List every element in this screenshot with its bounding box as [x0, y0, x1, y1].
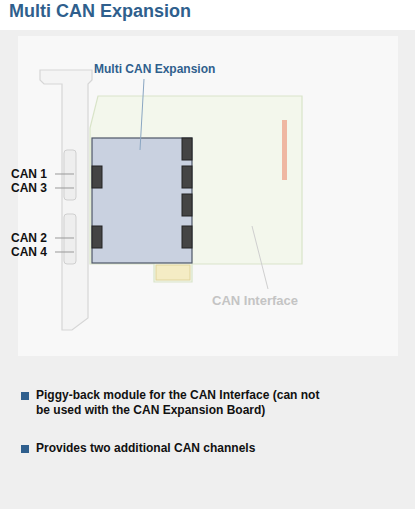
channel-label: CAN 4 [11, 245, 47, 260]
module-connector [182, 226, 192, 248]
bullet-square [21, 392, 29, 400]
part-label: CAN Interface [212, 293, 298, 309]
module-connector [182, 166, 192, 188]
module-connector [182, 138, 192, 160]
leader-line [140, 79, 144, 150]
multi-can-module [92, 138, 192, 263]
channel-label: CAN 1 [11, 167, 47, 182]
module-connector [92, 226, 102, 248]
leader-line [55, 238, 74, 239]
channel-label: CAN 3 [11, 181, 47, 196]
leader-line [252, 226, 268, 289]
panel [0, 30, 415, 509]
part-label: Multi CAN Expansion [94, 62, 215, 77]
module-connector [92, 166, 102, 188]
edge-connector [156, 265, 190, 280]
leader-line [55, 252, 74, 253]
leader-line [55, 174, 74, 175]
page-title: Multi CAN Expansion [9, 0, 191, 23]
channel-label: CAN 2 [11, 231, 47, 246]
pci-bracket [40, 70, 92, 330]
board-component [282, 120, 287, 180]
sub-d-connector [64, 214, 76, 264]
bullet-square [21, 445, 29, 453]
module-connector [182, 194, 192, 216]
picture-ground [18, 36, 398, 356]
leader-line [55, 188, 74, 189]
sub-d-connector [64, 150, 76, 200]
bullet-note: Piggy-back module for the CAN Interface … [36, 388, 321, 418]
can-interface-board [90, 96, 302, 282]
bullet-note: Provides two additional CAN channels [36, 441, 321, 456]
